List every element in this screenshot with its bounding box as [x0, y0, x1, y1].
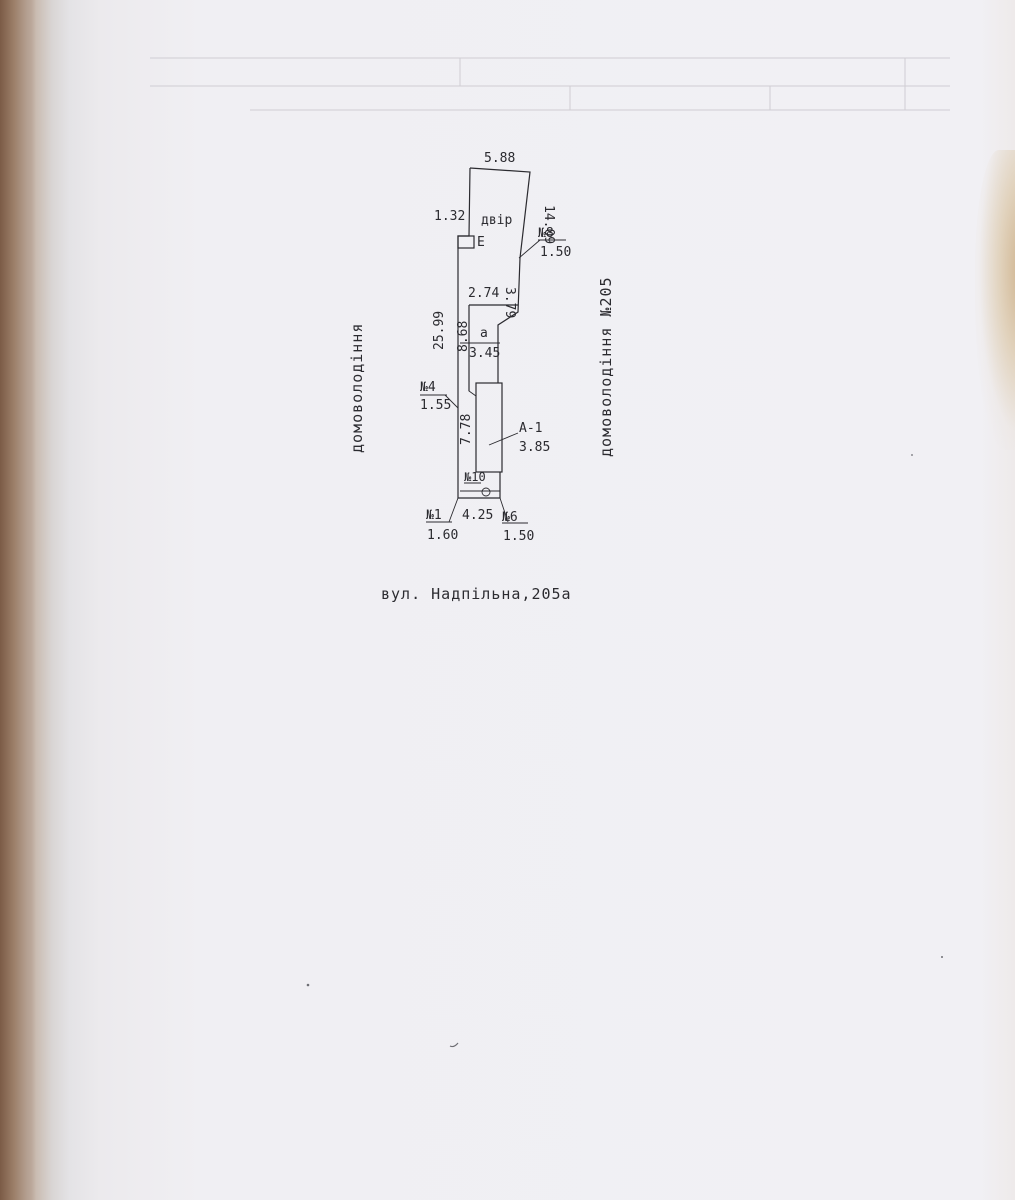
dim-left-lower: 7.78 [459, 414, 474, 445]
point-8-leader [518, 239, 541, 259]
building-a1 [475, 382, 503, 473]
point-8-label: №8 [538, 226, 554, 241]
paper-stain [975, 150, 1015, 450]
dim-bottom-width: 4.25 [462, 508, 493, 523]
building-a1-label: А-1 [519, 421, 542, 436]
point-6-value: 1.50 [503, 529, 534, 544]
point-1-leader [448, 497, 459, 523]
show-through-lines [150, 57, 950, 111]
dim-right-upper: 14.09 [541, 205, 556, 244]
building-e-label: Е [477, 235, 485, 250]
dim-small-top: 2.74 [468, 286, 499, 301]
point-4-label: №4 [420, 380, 436, 395]
binding-spine [0, 0, 36, 1200]
gate-marker [481, 487, 491, 497]
street-caption: вул. Надпільна,205а [381, 585, 572, 603]
dim-left-mid: 8.68 [456, 321, 471, 352]
dim-top-width: 5.88 [484, 151, 515, 166]
dim-yard-corner: 1.32 [434, 209, 465, 224]
building-e [457, 235, 475, 249]
point-1-label: №1 [426, 508, 442, 523]
left-neighbor-label: домоволодіння [348, 323, 366, 453]
yard-label: двір [481, 213, 512, 228]
dim-right-mid: 3.79 [502, 287, 517, 318]
point-6-label: №6 [502, 510, 518, 525]
plot-boundary [469, 167, 531, 383]
point-6-leader [499, 497, 509, 523]
right-neighbor-label: домоволодіння №205 [597, 276, 615, 457]
paper-specks [306, 454, 943, 1048]
point-4-value: 1.55 [420, 398, 451, 413]
point-10-label: №10 [464, 470, 486, 484]
building-a1-leader [488, 432, 519, 446]
dim-left-total: 25.99 [432, 311, 447, 350]
building-a-small-label: а [480, 326, 488, 341]
point-8-value: 1.50 [540, 245, 571, 260]
building-a1-value: 3.85 [519, 440, 550, 455]
point-4-leader [444, 394, 459, 409]
point-1-value: 1.60 [427, 528, 458, 543]
building-a-small-value: 3.45 [469, 346, 500, 361]
